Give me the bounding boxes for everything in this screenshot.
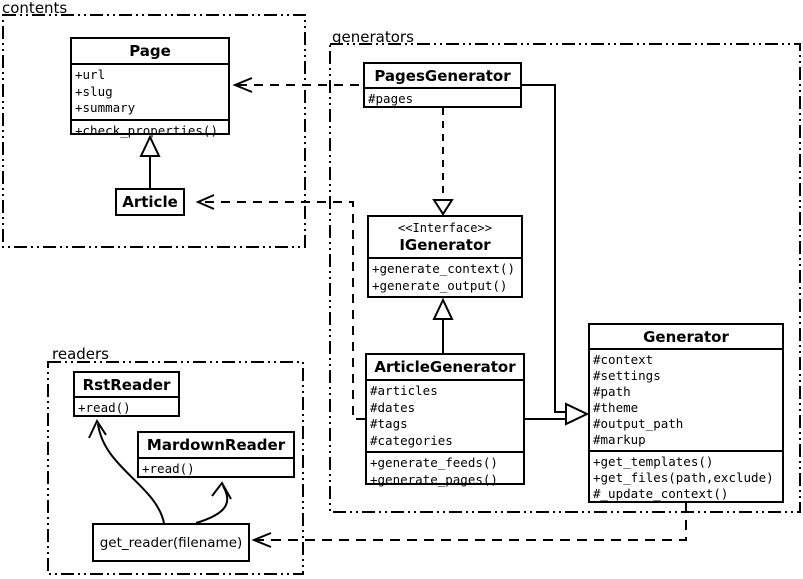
realization-pagesgenerator-to-igenerator-arrowhead bbox=[432, 199, 454, 216]
class-attributes-page: +url +slug +summary bbox=[72, 63, 228, 119]
class-stereotype-igenerator: <<Interface>> bbox=[398, 220, 492, 235]
method: #_update_context() bbox=[593, 486, 729, 501]
class-methods-rst-reader: +read() bbox=[75, 396, 178, 419]
contents-package-label: contents bbox=[2, 0, 68, 17]
attribute: #output_path bbox=[593, 416, 684, 431]
association-getreader-to-mardownreader-line bbox=[195, 485, 229, 524]
class-methods-page: +check_properties() bbox=[72, 118, 228, 142]
attribute: +slug bbox=[75, 83, 113, 99]
attribute: #pages bbox=[368, 91, 414, 106]
realization-articlegenerator-to-igenerator-arrowhead bbox=[432, 297, 454, 320]
readers-package-label: readers bbox=[52, 345, 109, 363]
attribute: +url bbox=[75, 67, 106, 82]
association-getreader-to-rstreader-line bbox=[97, 423, 165, 524]
class-name-article-generator: ArticleGenerator bbox=[374, 358, 516, 376]
method: +read() bbox=[78, 400, 131, 415]
class-name-page: Page bbox=[129, 42, 171, 60]
attribute: #path bbox=[593, 384, 631, 399]
class-methods-igenerator: +generate_context() +generate_output() bbox=[369, 257, 521, 296]
attribute: #theme bbox=[593, 400, 639, 415]
inheritance-article-to-page-arrowhead bbox=[139, 134, 161, 157]
method: +read() bbox=[142, 461, 195, 476]
class-name-mardown-reader: MardownReader bbox=[146, 436, 286, 454]
class-box-pages-generator: PagesGenerator #pages bbox=[363, 62, 522, 108]
association-getreader-to-rstreader-arrowhead bbox=[88, 418, 107, 439]
method: +get_templates() bbox=[593, 454, 714, 469]
class-methods-mardown-reader: +read() bbox=[139, 457, 293, 480]
dependency-generator-to-getreader-arrowhead bbox=[251, 532, 272, 548]
class-name-igenerator: IGenerator bbox=[399, 235, 491, 254]
association-getreader-to-mardownreader-arrowhead bbox=[211, 481, 232, 500]
class-box-page: Page +url +slug +summary +check_properti… bbox=[70, 37, 230, 138]
generators-package-frame bbox=[329, 43, 801, 513]
class-name-generator: Generator bbox=[643, 327, 729, 346]
class-box-article-generator: ArticleGenerator #articles #dates #tags … bbox=[365, 353, 525, 487]
attribute: #tags bbox=[370, 416, 408, 431]
attribute: +summary bbox=[75, 100, 136, 115]
class-box-mardown-reader: MardownReader +read() bbox=[137, 431, 295, 478]
attribute: #categories bbox=[370, 432, 453, 448]
dependency-articlegenerator-to-article-arrowhead bbox=[195, 194, 215, 210]
readers-package-frame bbox=[47, 361, 304, 575]
contents-package-frame bbox=[2, 14, 306, 248]
method: +generate_output() bbox=[372, 277, 508, 293]
class-name-article: Article bbox=[122, 193, 178, 211]
attribute: #settings bbox=[593, 368, 661, 383]
class-box-article: Article bbox=[115, 188, 185, 216]
function-box-get-reader: get_reader(filename) bbox=[92, 523, 250, 562]
class-name-rst-reader: RstReader bbox=[82, 375, 171, 394]
attribute: #markup bbox=[593, 432, 646, 447]
class-name-pages-generator: PagesGenerator bbox=[374, 66, 511, 85]
class-methods-article-generator: +generate_feeds() +generate_pages() bbox=[367, 451, 523, 490]
inheritance-to-generator-arrowhead bbox=[565, 402, 590, 426]
dependency-generator-to-getreader-line bbox=[256, 503, 687, 541]
method: +generate_pages() bbox=[370, 471, 498, 487]
method: +generate_context() bbox=[372, 261, 515, 276]
class-methods-generator: +get_templates() +get_files(path,exclude… bbox=[590, 450, 782, 504]
inheritance-pagesgenerator-to-generator-line bbox=[522, 84, 566, 413]
class-box-igenerator: <<Interface>> IGenerator +generate_conte… bbox=[367, 215, 523, 298]
dependency-articlegenerator-to-article-line bbox=[200, 201, 365, 420]
class-box-generator: Generator #context #settings #path #them… bbox=[588, 323, 784, 503]
attribute: #dates bbox=[370, 399, 416, 415]
generators-package-label: generators bbox=[332, 28, 414, 46]
class-attributes-article-generator: #articles #dates #tags #categories bbox=[367, 379, 523, 451]
method: +generate_feeds() bbox=[370, 455, 498, 470]
class-header-igenerator: <<Interface>> IGenerator bbox=[369, 217, 521, 257]
method: +get_files(path,exclude) bbox=[593, 470, 774, 485]
dependency-pagesgenerator-to-page-arrowhead bbox=[232, 77, 253, 93]
class-box-rst-reader: RstReader +read() bbox=[73, 371, 180, 417]
class-attributes-generator: #context #settings #path #theme #output_… bbox=[590, 348, 782, 450]
attribute: #articles bbox=[370, 383, 438, 398]
method: +check_properties() bbox=[75, 122, 218, 138]
class-attributes-pages-generator: #pages bbox=[365, 87, 520, 110]
attribute: #context bbox=[593, 352, 654, 367]
